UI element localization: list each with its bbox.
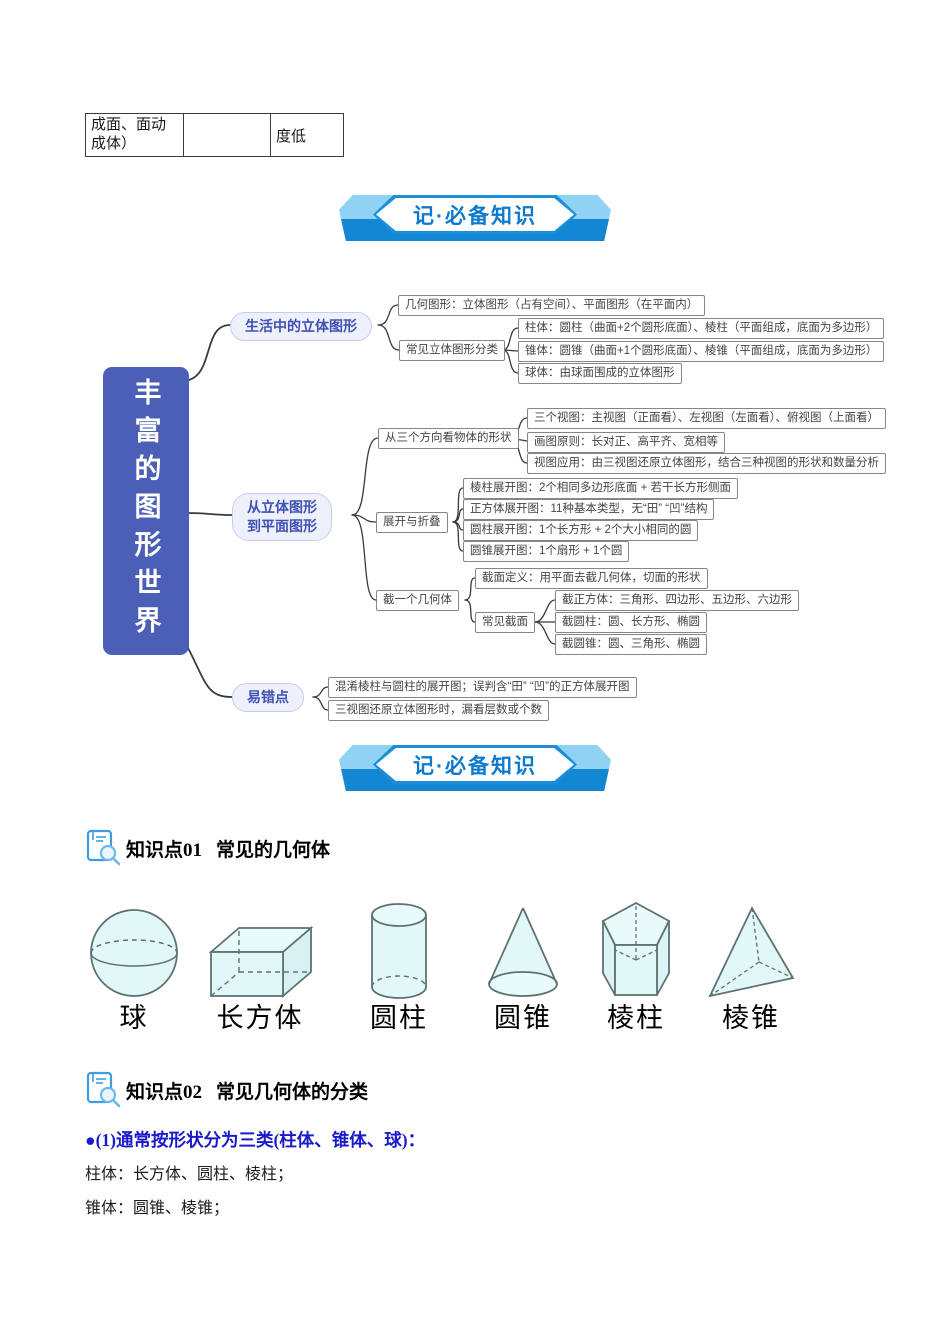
mindmap-node-cut-cube: 截正方体：三角形、四边形、五边形、六边形 <box>555 590 799 611</box>
cuboid-figure <box>205 878 315 1000</box>
mindmap-node-unfold: 展开与折叠 <box>376 512 448 533</box>
banner-title: 记·必备知识 <box>413 205 537 228</box>
prism-figure <box>600 878 672 1000</box>
shape-label: 棱柱 <box>607 1003 665 1033</box>
classification-line-prisms: 柱体：长方体、圆柱、棱柱； <box>85 1166 294 1183</box>
shape-label: 长方体 <box>216 1003 304 1033</box>
mindmap: 丰富的图形世界 生活中的立体图形 几何图形：立体图形（占有空间）、平面图形（在平… <box>0 288 950 738</box>
mindmap-node-geometric-figures: 几何图形：立体图形（占有空间）、平面图形（在平面内） <box>398 295 706 316</box>
top-table-fragment: 成面、面动成体） 度低 <box>85 113 344 157</box>
sphere-drawing <box>90 909 178 997</box>
classification-heading: ●(1)通常按形状分为三类(柱体、锥体、球)： <box>85 1130 426 1150</box>
branch-label-line2: 到平面图形 <box>247 517 317 534</box>
mindmap-node-cut-cone: 截圆锥：圆、三角形、椭圆 <box>555 634 707 655</box>
mindmap-node-cone-net: 圆锥展开图：1个扇形 + 1个圆 <box>463 541 630 562</box>
cone-drawing <box>488 907 558 997</box>
cuboid-drawing <box>208 926 314 998</box>
mindmap-node-three-views-def: 三个视图：主视图（正面看）、左视图（左面看）、俯视图（上面看） <box>527 408 886 429</box>
banner-title: 记·必备知识 <box>413 755 537 778</box>
shape-label: 圆柱 <box>370 1003 428 1033</box>
shape-label: 棱锥 <box>722 1003 780 1033</box>
mindmap-node-cylinder-net: 圆柱展开图：1个长方形 + 2个大小相同的圆 <box>463 520 699 541</box>
cone-figure <box>485 878 561 1000</box>
knowledge-point-02-heading: 知识点02 常见几何体的分类 <box>84 1066 369 1108</box>
pyramid-drawing <box>708 906 795 998</box>
mindmap-node-cut-cylinder: 截圆柱：圆、长方形、椭圆 <box>555 612 707 633</box>
mindmap-branch-error-points: 易错点 <box>232 683 304 712</box>
shape-label: 圆锥 <box>494 1003 552 1033</box>
knowledge-point-title: 常见的几何体 <box>216 840 331 861</box>
mindmap-connectors <box>186 304 556 711</box>
mindmap-node-view-application: 视图应用：由三视图还原立体图形，结合三种视图的形状和数量分析 <box>527 453 886 474</box>
mindmap-node-section-def: 截面定义：用平面去截几何体，切面的形状 <box>475 568 708 589</box>
table-cell: 度低 <box>270 113 344 157</box>
mindmap-node-sphere: 球体：由球面围成的立体图形 <box>518 363 682 384</box>
mindmap-branch-solid-to-plane: 从立体图形 到平面图形 <box>232 493 332 541</box>
book-magnifier-icon <box>86 829 121 866</box>
mindmap-root-node: 丰富的图形世界 <box>103 367 189 655</box>
knowledge-point-number: 知识点02 <box>126 1082 203 1103</box>
sphere-figure <box>88 878 180 1000</box>
mindmap-node-common-sections: 常见截面 <box>475 612 535 633</box>
shape-label: 球 <box>119 1003 149 1033</box>
knowledge-point-01-heading: 知识点01 常见的几何体 <box>84 824 331 866</box>
mindmap-node-prisms: 柱体：圆柱（曲面+2个圆形底面）、棱柱（平面组成，底面为多边形） <box>518 318 885 339</box>
banner-panel <box>373 745 577 784</box>
mindmap-node-error-2: 三视图还原立体图形时，漏看层数或个数 <box>328 700 549 721</box>
pyramid-figure <box>705 878 797 1000</box>
cylinder-figure <box>368 878 430 1000</box>
mindmap-node-error-1: 混淆棱柱与圆柱的展开图；误判含“田” “凹”的正方体展开图 <box>328 677 637 698</box>
book-magnifier-icon <box>86 1071 121 1108</box>
section-banner: 记·必备知识 <box>339 745 611 791</box>
table-row: 成面、面动成体） 度低 <box>85 113 344 157</box>
mindmap-node-prism-net: 棱柱展开图：2个相同多边形底面 + 若干长方形侧面 <box>463 478 738 499</box>
mindmap-node-cube-net: 正方体展开图：11种基本类型，无“田” “凹”结构 <box>463 499 715 520</box>
mindmap-node-cones: 锥体：圆锥（曲面+1个圆形底面）、棱锥（平面组成，底面为多边形） <box>518 341 885 362</box>
mindmap-branch-solid-figures: 生活中的立体图形 <box>230 312 372 341</box>
prism-drawing <box>601 901 671 996</box>
section-banner: 记·必备知识 <box>339 195 611 241</box>
banner-panel <box>373 195 577 234</box>
table-cell: 成面、面动成体） <box>85 113 184 157</box>
branch-label-line1: 从立体图形 <box>247 499 317 515</box>
mindmap-node-cut-solid: 截一个几何体 <box>376 590 459 611</box>
knowledge-point-number: 知识点01 <box>126 840 203 861</box>
mindmap-node-drawing-rules: 画图原则：长对正、高平齐、宽相等 <box>527 432 725 453</box>
mindmap-node-classification: 常见立体图形分类 <box>399 340 505 361</box>
cylinder-drawing <box>371 903 427 999</box>
classification-line-cones: 锥体：圆锥、棱锥； <box>85 1200 230 1217</box>
mindmap-node-three-views: 从三个方向看物体的形状 <box>378 428 519 449</box>
table-cell <box>183 113 271 157</box>
knowledge-point-title: 常见几何体的分类 <box>216 1082 369 1103</box>
